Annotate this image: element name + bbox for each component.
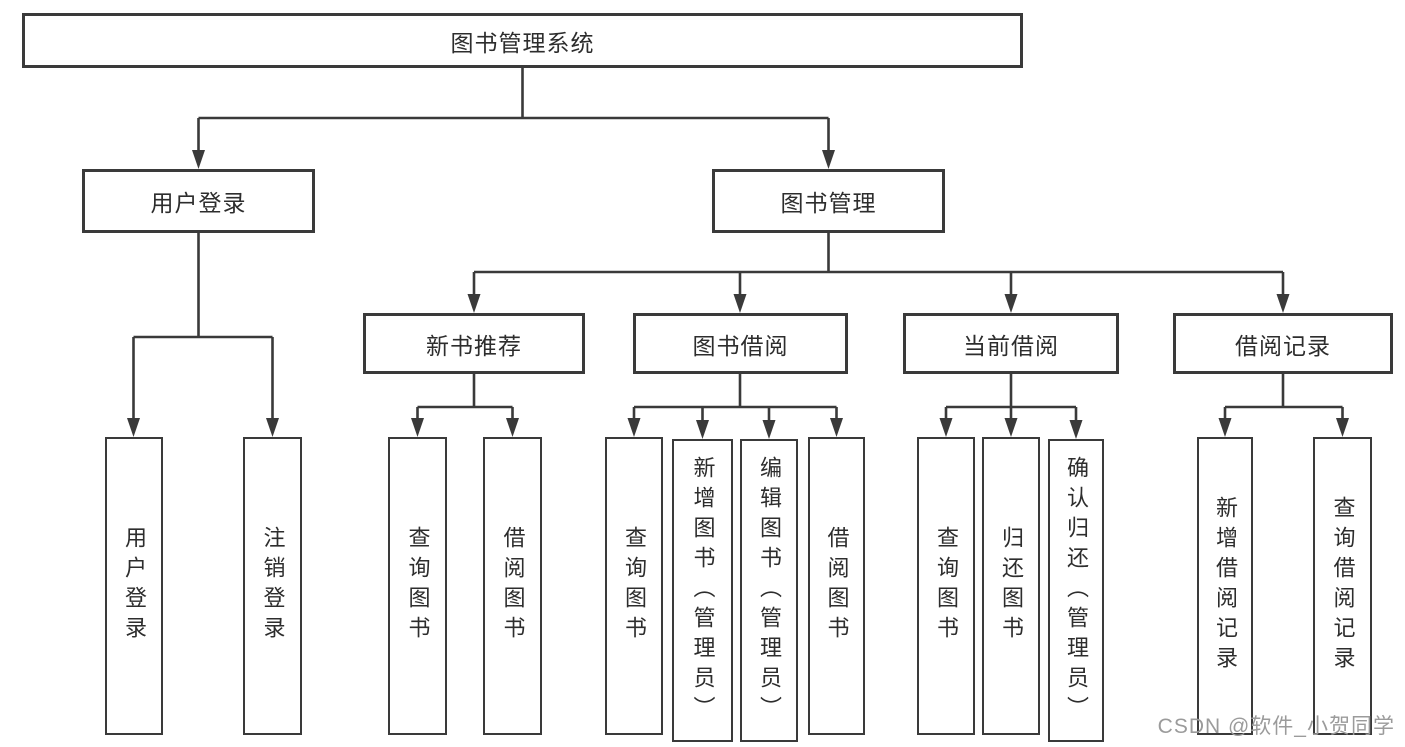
leaf-return-book: 归还图书 <box>982 437 1040 735</box>
leaf-confirm-return-admin: 确认归还（管理员） <box>1048 439 1104 742</box>
leaf-label: 借阅图书 <box>824 526 850 646</box>
node-new-book-recommend: 新书推荐 <box>363 313 585 374</box>
leaf-label: 新增借阅记录 <box>1213 496 1238 676</box>
arrow-down-icons <box>127 150 1349 439</box>
node-library-management-system: 图书管理系统 <box>22 13 1023 68</box>
node-label: 图书借阅 <box>692 332 789 359</box>
leaf-borrow-book: 借阅图书 <box>483 437 542 735</box>
tree-edges <box>132 68 1344 421</box>
csdn-watermark: CSDN @软件_小贺同学 <box>1157 715 1395 738</box>
leaf-label: 查询借阅记录 <box>1330 496 1356 676</box>
leaf-label: 编辑图书（管理员） <box>757 455 782 726</box>
leaf-borrow-book: 借阅图书 <box>808 437 865 735</box>
node-label: 借阅记录 <box>1235 332 1331 359</box>
leaf-edit-book-admin: 编辑图书（管理员） <box>740 439 798 742</box>
node-label: 用户登录 <box>150 190 247 216</box>
leaf-label: 查询图书 <box>934 526 959 646</box>
leaf-logout: 注销登录 <box>243 437 302 735</box>
leaf-add-borrow-record: 新增借阅记录 <box>1197 437 1253 735</box>
node-current-borrow: 当前借阅 <box>903 313 1119 374</box>
node-label: 当前借阅 <box>963 332 1059 359</box>
leaf-add-book-admin: 新增图书（管理员） <box>672 439 733 742</box>
leaf-query-book: 查询图书 <box>605 437 663 735</box>
leaf-label: 归还图书 <box>999 526 1024 646</box>
leaf-query-book: 查询图书 <box>388 437 447 735</box>
node-user-login: 用户登录 <box>82 169 315 233</box>
node-label: 图书管理系统 <box>450 29 595 56</box>
leaf-label: 借阅图书 <box>500 526 526 646</box>
node-book-management: 图书管理 <box>712 169 945 233</box>
leaf-query-borrow-record: 查询借阅记录 <box>1313 437 1372 735</box>
node-borrow-records: 借阅记录 <box>1173 313 1393 374</box>
node-label: 新书推荐 <box>426 332 522 359</box>
node-label: 图书管理 <box>780 190 877 216</box>
leaf-label: 用户登录 <box>122 526 147 646</box>
leaf-query-book: 查询图书 <box>917 437 975 735</box>
node-book-borrow: 图书借阅 <box>633 313 848 374</box>
leaf-label: 查询图书 <box>405 526 431 646</box>
leaf-label: 确认归还（管理员） <box>1064 455 1089 726</box>
leaf-label: 查询图书 <box>622 526 647 646</box>
leaf-user-login: 用户登录 <box>105 437 163 735</box>
leaf-label: 注销登录 <box>260 526 286 646</box>
leaf-label: 新增图书（管理员） <box>690 455 716 726</box>
